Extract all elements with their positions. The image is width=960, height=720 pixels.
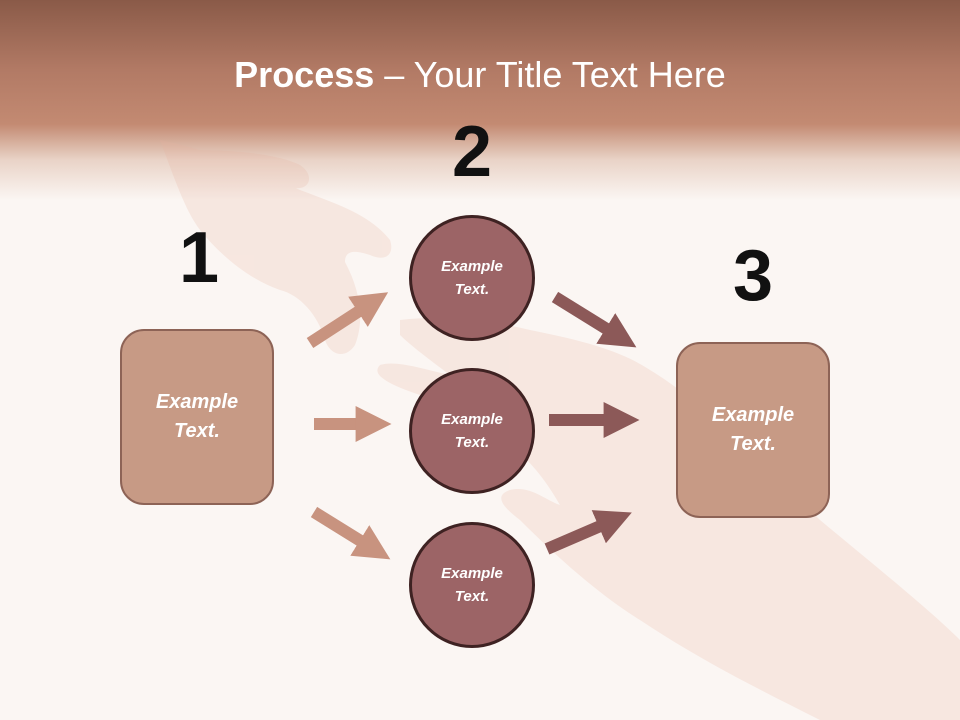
arrow-top-to-right	[551, 291, 637, 348]
circle-bottom: Example Text.	[409, 522, 535, 648]
circle-top-label: Example Text.	[441, 258, 503, 298]
step-box-left: Example Text.	[120, 329, 274, 505]
step-number-3: 3	[732, 236, 774, 316]
arrow-left-to-bottom	[310, 506, 391, 560]
step-number-2: 2	[451, 112, 493, 192]
slide-title: Process – Your Title Text Here	[0, 52, 960, 98]
circle-top: Example Text.	[409, 215, 535, 341]
title-bold: Process	[234, 54, 375, 95]
title-rest: – Your Title Text Here	[374, 54, 726, 95]
circle-middle-label: Example Text.	[441, 411, 503, 451]
header-band	[0, 0, 960, 200]
step-box-right-label: Example Text.	[711, 404, 795, 455]
arrow-bottom-to-right	[544, 510, 632, 555]
step-number-1: 1	[178, 218, 220, 298]
step-box-right: Example Text.	[676, 342, 830, 518]
step-box-left-label: Example Text.	[155, 391, 239, 442]
circle-middle: Example Text.	[409, 368, 535, 494]
arrow-left-to-top	[306, 292, 389, 349]
circle-bottom-label: Example Text.	[441, 565, 503, 605]
